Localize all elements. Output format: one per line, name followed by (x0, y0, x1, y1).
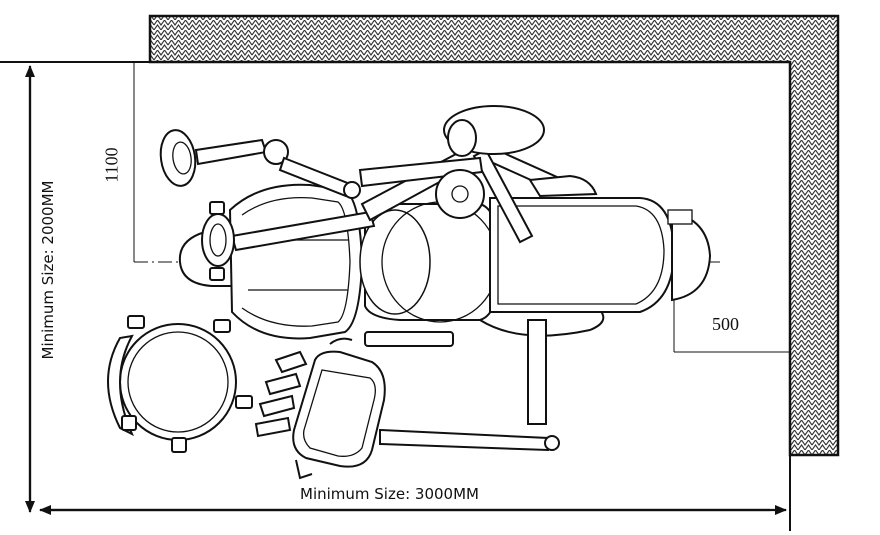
main-arm (230, 129, 570, 252)
room-boundary (0, 61, 791, 531)
offset-right-label: 500 (712, 314, 739, 334)
width-label: Minimum Size: 3000MM (300, 485, 479, 503)
footplate (671, 210, 712, 302)
instrument-tray (292, 350, 386, 468)
dentist-stool (107, 315, 253, 453)
delivery-unit (254, 319, 560, 480)
water-unit (435, 105, 598, 219)
offset-top-label: 1100 (101, 147, 122, 183)
operating-light (159, 129, 361, 199)
headrest-light (201, 201, 235, 281)
dental-chair (178, 183, 712, 347)
height-label: Minimum Size: 2000MM (39, 180, 57, 360)
dimension-500-lines (673, 300, 790, 353)
